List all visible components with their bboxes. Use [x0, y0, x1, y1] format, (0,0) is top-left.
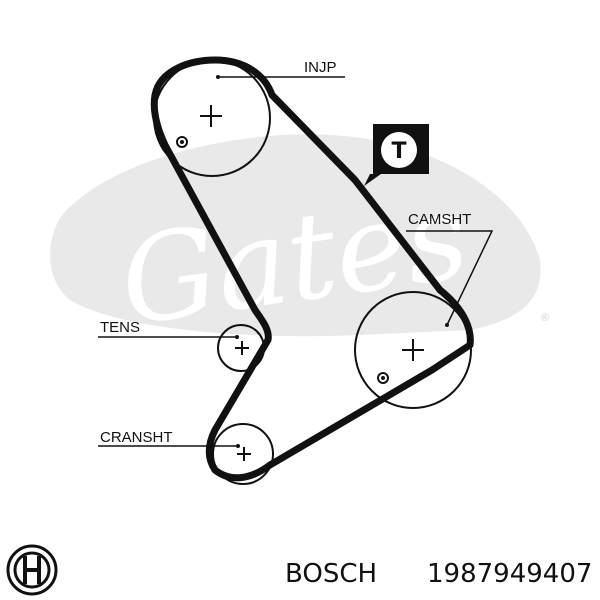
footer-brand: BOSCH	[285, 559, 377, 589]
label-injp: INJP	[304, 59, 337, 76]
label-cransht: CRANSHT	[100, 429, 173, 446]
injection-pump-pulley	[153, 59, 271, 177]
registered-mark: ®	[541, 312, 549, 324]
timing-marks	[176, 136, 389, 384]
camshaft-pulley	[354, 291, 472, 409]
tensioner-badge: T	[364, 124, 429, 186]
crankshaft-pulley	[212, 423, 274, 485]
bosch-logo-icon	[6, 544, 58, 596]
footer-part-number: 1987949407	[427, 559, 592, 589]
center-marks	[200, 105, 424, 461]
label-camsht: CAMSHT	[408, 211, 471, 228]
badge-letter: T	[391, 139, 406, 164]
leader-dots	[216, 75, 449, 448]
leader-lines	[98, 76, 494, 447]
tensioner-pulley	[217, 324, 265, 372]
label-tens: TENS	[100, 319, 140, 336]
pulleys	[153, 59, 472, 485]
